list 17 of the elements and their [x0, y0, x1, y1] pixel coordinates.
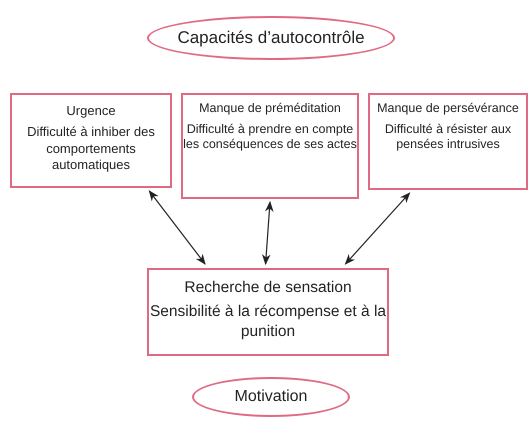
process-box: [147, 268, 389, 356]
box-text: Capacités d’autocontrôle: [177, 27, 365, 49]
box-heading: Recherche de sensation: [184, 278, 352, 298]
box-text: Sensibilité à la récompense et à la punition: [149, 302, 387, 342]
box-text: Difficulté à résister aux pensées intrusives: [384, 122, 512, 153]
box-text: Difficulté à prendre en compte les conséquences de ses actes: [183, 122, 357, 153]
arrow: [148, 190, 206, 265]
box-heading: Manque de préméditation: [199, 101, 341, 117]
box-text: Difficulté à inhiber des comportements automatiques: [26, 124, 156, 173]
process-box: [10, 93, 172, 188]
process-box: [181, 93, 359, 199]
arrow: [262, 200, 274, 266]
box-text: Motivation: [234, 387, 308, 407]
box-heading: Urgence: [66, 103, 116, 120]
arrow: [344, 192, 410, 265]
box-heading: Manque de persévérance: [377, 101, 519, 117]
process-box: [368, 93, 528, 190]
